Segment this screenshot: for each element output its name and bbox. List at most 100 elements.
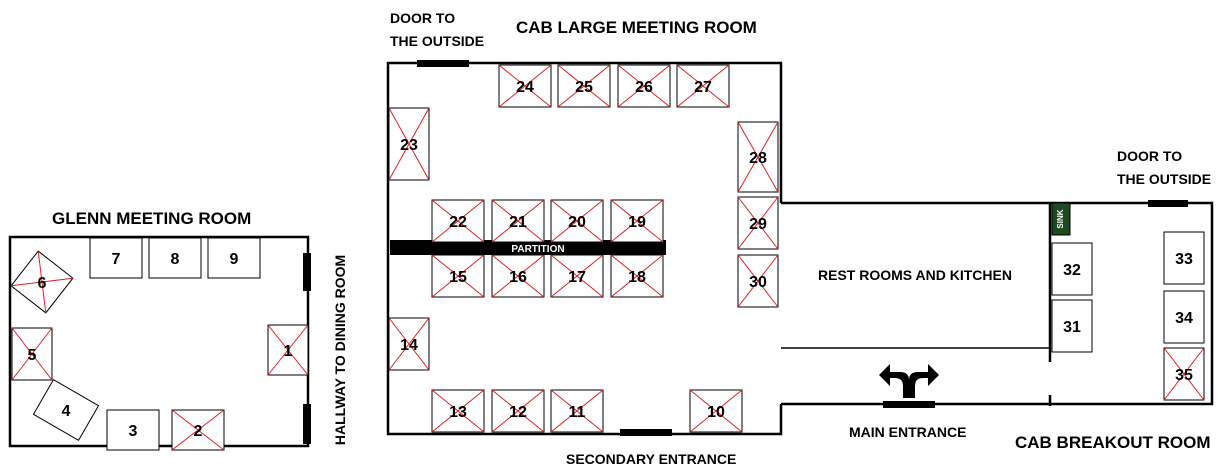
sink-label: SINK — [1056, 209, 1065, 228]
table-4[interactable] — [32, 378, 100, 442]
table-21[interactable] — [491, 199, 545, 243]
cross-mark — [610, 199, 664, 243]
table-number: 17 — [568, 269, 586, 286]
table-number: 4 — [62, 403, 71, 420]
table-number: 9 — [230, 251, 239, 268]
table-number: 5 — [28, 347, 37, 364]
cross-mark — [388, 317, 430, 371]
table-number: 32 — [1063, 262, 1081, 279]
cross-mark — [610, 254, 664, 298]
table-5[interactable] — [11, 327, 53, 381]
table-6[interactable] — [10, 250, 74, 314]
table-outline — [148, 237, 202, 279]
table-outline — [1051, 299, 1093, 353]
door-label-right-line2: THE OUTSIDE — [1117, 171, 1212, 187]
table-18[interactable] — [610, 254, 664, 298]
cross-mark — [491, 254, 545, 298]
table-24[interactable] — [498, 64, 552, 108]
table-number: 15 — [449, 269, 467, 286]
table-number: 34 — [1175, 310, 1193, 327]
table-number: 14 — [400, 337, 418, 354]
table-17[interactable] — [550, 254, 604, 298]
cab-breakout-room-title: CAB BREAKOUT ROOM — [1015, 433, 1211, 452]
table-8[interactable] — [148, 237, 202, 279]
cross-mark — [557, 64, 611, 108]
table-number: 1 — [284, 343, 293, 360]
table-3[interactable] — [106, 409, 160, 451]
table-13[interactable] — [431, 389, 485, 433]
table-number: 20 — [568, 214, 586, 231]
table-9[interactable] — [207, 237, 261, 279]
door-label-top-line1: DOOR TO — [390, 10, 456, 26]
table-20[interactable] — [550, 199, 604, 243]
table-number: 10 — [707, 404, 725, 421]
cross-mark — [171, 409, 225, 451]
table-number: 18 — [628, 269, 646, 286]
table-7[interactable] — [89, 237, 143, 279]
main-entrance-label: MAIN ENTRANCE — [849, 424, 967, 440]
table-30[interactable] — [737, 254, 779, 308]
table-number: 6 — [38, 275, 47, 292]
cross-mark — [737, 254, 779, 308]
cross-mark — [676, 64, 730, 108]
restrooms-kitchen-label: REST ROOMS AND KITCHEN — [818, 267, 1012, 283]
table-14[interactable] — [388, 317, 430, 371]
table-12[interactable] — [491, 389, 545, 433]
table-1[interactable] — [267, 324, 309, 376]
table-2[interactable] — [171, 409, 225, 451]
restrooms-kitchen-walls — [781, 201, 1052, 362]
cross-mark — [431, 389, 485, 433]
table-11[interactable] — [550, 389, 604, 433]
cross-mark — [737, 121, 779, 193]
secondary-entrance-label: SECONDARY ENTRANCE — [566, 451, 737, 467]
table-27[interactable] — [676, 64, 730, 108]
entrance-arrow-icon — [879, 364, 939, 398]
table-15[interactable] — [431, 254, 485, 298]
table-number: 27 — [694, 79, 712, 96]
cross-mark — [491, 199, 545, 243]
table-23[interactable] — [388, 107, 430, 181]
cross-mark — [550, 254, 604, 298]
table-10[interactable] — [689, 389, 743, 433]
table-number: 33 — [1175, 251, 1193, 268]
table-number: 3 — [129, 423, 138, 440]
table-28[interactable] — [737, 121, 779, 193]
outside-door-right[interactable] — [1148, 200, 1188, 207]
glenn-door-bottom[interactable] — [303, 404, 311, 444]
table-25[interactable] — [557, 64, 611, 108]
cross-mark — [498, 64, 552, 108]
table-number: 29 — [749, 216, 767, 233]
table-number: 25 — [575, 79, 593, 96]
cab-breakout-room-walls — [781, 201, 1214, 406]
table-31[interactable] — [1051, 299, 1093, 353]
table-19[interactable] — [610, 199, 664, 243]
table-33[interactable] — [1163, 231, 1205, 285]
table-22[interactable] — [431, 199, 485, 243]
table-number: 21 — [509, 214, 527, 231]
main-entrance-door[interactable] — [883, 401, 935, 408]
outside-door-top[interactable] — [417, 60, 469, 67]
table-32[interactable] — [1051, 242, 1093, 296]
cross-mark — [550, 199, 604, 243]
table-outline — [1051, 242, 1093, 296]
table-35[interactable] — [1163, 347, 1205, 401]
partition-bar — [390, 240, 666, 255]
cross-mark — [267, 324, 309, 376]
table-26[interactable] — [617, 64, 671, 108]
table-outline — [106, 409, 160, 451]
cross-mark — [617, 64, 671, 108]
cross-mark — [431, 254, 485, 298]
table-number: 24 — [516, 79, 534, 96]
cross-mark — [388, 107, 430, 181]
cross-mark — [431, 199, 485, 243]
table-16[interactable] — [491, 254, 545, 298]
table-number: 30 — [749, 274, 767, 291]
glenn-door-top[interactable] — [303, 253, 311, 291]
table-34[interactable] — [1163, 290, 1205, 344]
table-number: 11 — [569, 404, 586, 421]
table-outline — [89, 237, 143, 279]
cross-mark — [491, 389, 545, 433]
secondary-entrance-door[interactable] — [620, 429, 672, 436]
table-29[interactable] — [737, 196, 779, 250]
